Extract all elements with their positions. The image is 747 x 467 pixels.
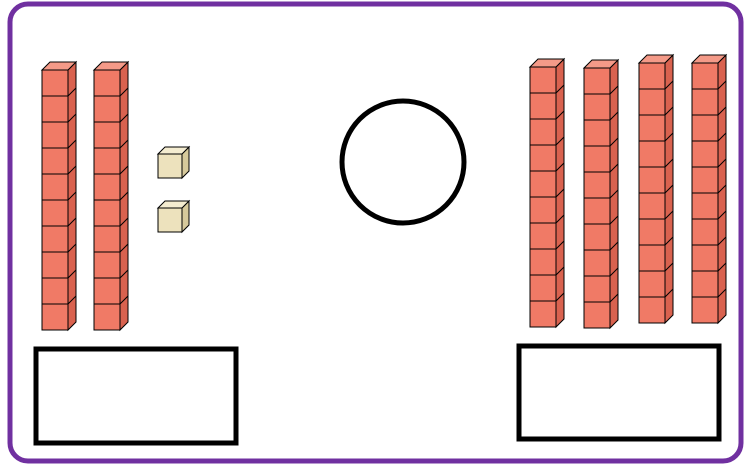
right-answer-box[interactable] (519, 346, 719, 439)
ten-rod-block-icon (530, 59, 564, 327)
comparison-circle-icon[interactable] (342, 101, 464, 223)
unit-cube-block-icon (158, 201, 189, 232)
left-answer-box[interactable] (36, 349, 236, 443)
ten-rod-block-icon (692, 55, 726, 323)
ten-rod-block-icon (94, 62, 128, 330)
ten-rod-block-icon (42, 62, 76, 330)
ten-rod-block-icon (639, 55, 673, 323)
ten-rod-block-icon (584, 60, 618, 328)
unit-cube-block-icon (158, 147, 189, 178)
comparison-area (342, 101, 464, 223)
